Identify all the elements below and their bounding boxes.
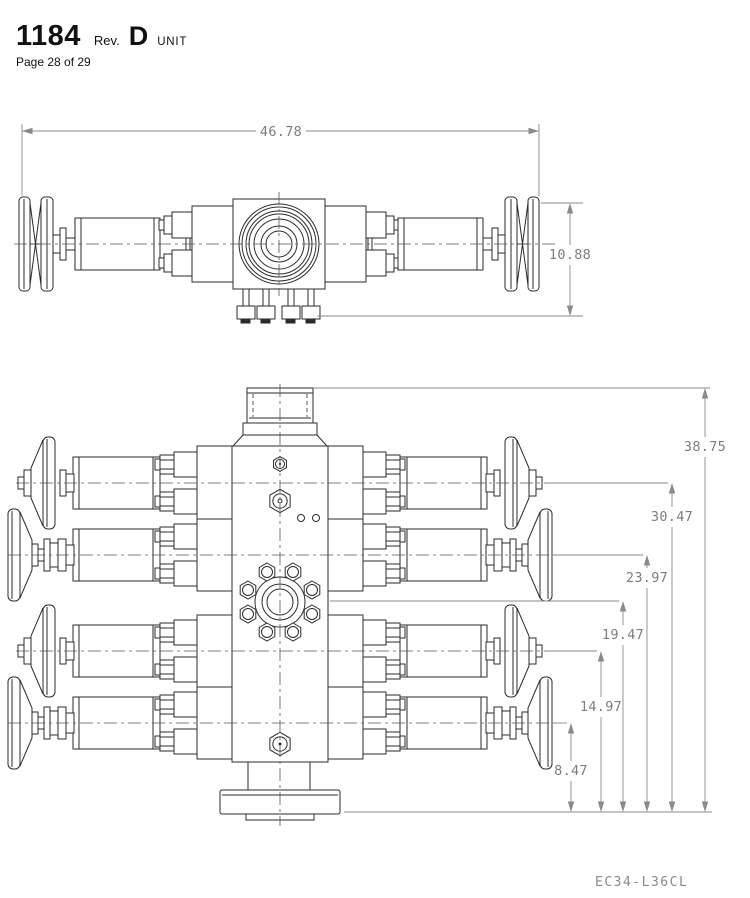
row3-dim-label: 14.97 <box>580 699 622 715</box>
page-indicator: Page 28 of 29 <box>16 55 91 69</box>
title-block: 1184 Rev. D UNIT Page 28 of 29 <box>16 20 187 69</box>
front-dimensions: 38.75 30.47 23.97 19.47 <box>313 387 726 813</box>
unit-label: UNIT <box>157 36 188 48</box>
front-view: 38.75 30.47 23.97 19.47 <box>7 384 726 826</box>
side-outlet-dim-label: 19.47 <box>602 627 644 643</box>
plan-view: 46.78 10.88 <box>14 124 591 324</box>
front-face-fittings <box>269 456 320 757</box>
front-left-valves <box>7 436 198 770</box>
front-centerlines <box>8 384 556 826</box>
front-right-valves <box>362 436 553 770</box>
row4-dim-label: 8.47 <box>554 763 588 779</box>
revision-label: Rev. <box>93 33 120 48</box>
plan-centerlines <box>14 192 556 296</box>
plan-height-dimension: 10.88 <box>317 202 591 317</box>
plan-height-dim-label: 10.88 <box>549 247 591 263</box>
plan-width-dim-label: 46.78 <box>260 124 302 140</box>
document-number: 1184 <box>16 20 81 52</box>
plan-bottom-studs <box>236 289 321 324</box>
row2-dim-label: 23.97 <box>626 570 668 586</box>
row1-dim-label: 30.47 <box>651 509 693 525</box>
revision-value: D <box>128 21 149 51</box>
plan-width-dimension: 46.78 <box>21 124 540 196</box>
overall-height-dim-label: 38.75 <box>684 439 726 455</box>
part-code: EC34-L36CL <box>595 875 689 890</box>
